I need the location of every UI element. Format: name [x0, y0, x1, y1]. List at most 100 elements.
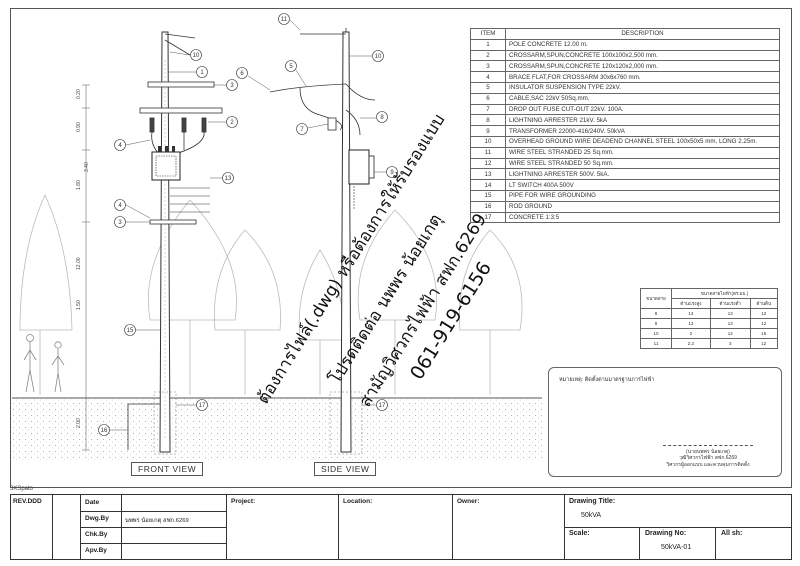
signature-line3: วิศวกรผู้ออกแบบ และควบคุมการติดตั้ง — [666, 461, 750, 468]
project-cell: Project: — [227, 495, 339, 559]
svg-text:3: 3 — [230, 83, 234, 89]
material-description: OVERHEAD GROUND WIRE DEADEND CHANNEL STE… — [505, 135, 780, 148]
material-description: CABLE,SAC 22kV 50Sq.mm. — [505, 92, 780, 105]
dimension-labels: 0.20 0.90 1.80 3.40 12.00 1.50 2.00 — [76, 89, 90, 428]
material-description: CROSSARM,SPUN,CONCRETE 100x100x2,500 mm. — [505, 49, 780, 62]
material-item-no: 8 — [470, 114, 506, 127]
callout-front-3: 3 — [214, 79, 238, 91]
svg-text:3.40: 3.40 — [84, 162, 90, 172]
drawing-title-label: Drawing Title: — [569, 498, 616, 505]
drawing-frame — [10, 8, 792, 488]
callout-front-3b: 3 — [114, 216, 150, 228]
note-box: หมายเหตุ: ติดตั้งตามมาตรฐานการไฟฟ้า (นาย… — [548, 367, 782, 477]
material-description: TRANSFORMER 22000-416/240V. 50kVA — [505, 125, 780, 137]
callout-front-15: 15 — [124, 324, 160, 336]
wire-size-cell: 2 — [671, 328, 711, 339]
svg-text:10: 10 — [193, 53, 200, 59]
ks-label: 3KSpato — [10, 486, 34, 492]
callout-front-4b: 4 — [114, 199, 151, 219]
wire-size-cell: 10 — [640, 328, 672, 339]
callout-front-13: 13 — [210, 172, 234, 184]
wire-size-cell: 13 — [671, 318, 711, 329]
callout-front-16: 16 — [98, 424, 128, 436]
background-trees — [19, 194, 523, 395]
front-pole — [82, 31, 223, 455]
material-description: PIPE FOR WIRE GROUNDING — [505, 189, 780, 202]
material-description: LIGHTNING ARRESTER 500V. 5kA. — [505, 168, 780, 181]
material-description: WIRE STEEL STRANDED 25 Sq.mm. — [505, 146, 780, 159]
wire-size-cell: 9 — [640, 318, 672, 329]
svg-text:17: 17 — [199, 403, 206, 409]
callout-side-9: 9 — [374, 166, 398, 178]
svg-text:15: 15 — [127, 328, 134, 334]
material-description: CONCRETE 1:3:5 — [505, 211, 780, 224]
callout-side-11: 11 — [278, 13, 301, 31]
svg-text:4: 4 — [118, 143, 122, 149]
soil-hatch — [12, 398, 542, 460]
svg-text:12.00: 12.00 — [76, 257, 82, 270]
side-view-label: SIDE VIEW — [314, 462, 377, 476]
wire-size-table: ขนาดสาย ขนาดสายไฟฟ้า(ตร.มม.) ด้านแรงสูง … — [640, 288, 779, 349]
wire-size-cell: 12 — [749, 308, 779, 319]
wire-size-cell: 12 — [749, 318, 779, 329]
material-description: DROP OUT FUSE CUT-OUT 22kV. 100A. — [505, 103, 780, 116]
material-item-no: 13 — [470, 168, 506, 181]
svg-text:1.80: 1.80 — [76, 180, 82, 190]
wire-size-cell: 13 — [709, 308, 751, 319]
callout-front-1: 1 — [168, 66, 208, 78]
material-description: LIGHTNING ARRESTER 21kV. 5kA — [505, 114, 780, 127]
materials-header-row: ITEM DESCRIPTION — [470, 28, 780, 40]
svg-text:2.00: 2.00 — [76, 418, 82, 428]
wire-sub-gnd: ด้านดิน — [749, 298, 779, 309]
rev-spacer — [53, 495, 81, 559]
header-description: DESCRIPTION — [505, 28, 780, 40]
svg-text:16: 16 — [101, 428, 108, 434]
wire-size-cell: 13 — [671, 308, 711, 319]
wire-size-cell: 14 — [709, 328, 751, 339]
material-description: LT SWITCH 400A 500V — [505, 179, 780, 191]
material-item-no: 1 — [470, 38, 506, 51]
material-description: WIRE STEEL STRANDED 50 Sq.mm. — [505, 157, 780, 170]
front-view-label: FRONT VIEW — [131, 462, 204, 476]
material-description: ROD GROUND — [505, 200, 780, 213]
date-label: Date — [85, 499, 100, 506]
material-item-no: 9 — [470, 125, 506, 137]
wire-size-cell: 3 — [709, 338, 751, 349]
material-item-no: 2 — [470, 49, 506, 62]
chk-by-label: Chk.By — [85, 531, 108, 538]
svg-text:2: 2 — [230, 120, 234, 126]
svg-text:1: 1 — [200, 70, 204, 76]
wire-size-cell: 11 — [640, 338, 672, 349]
wire-sub-lv: ด้านแรงต่ำ — [709, 298, 751, 309]
svg-text:4: 4 — [118, 203, 122, 209]
callout-front-2: 2 — [208, 116, 238, 128]
drawing-title-value: 50kVA — [581, 512, 602, 519]
material-description: CROSSARM,SPUN,CONCRETE 120x120x2,000 mm. — [505, 60, 780, 73]
svg-text:7: 7 — [300, 127, 304, 133]
header-item: ITEM — [470, 28, 506, 40]
material-item-no: 4 — [470, 71, 506, 83]
callout-side-17: 17 — [362, 399, 388, 411]
svg-text:8: 8 — [380, 115, 384, 121]
material-item-no: 14 — [470, 179, 506, 191]
callout-side-7: 7 — [296, 123, 329, 135]
callout-front-17: 17 — [176, 399, 208, 411]
svg-text:1.50: 1.50 — [76, 300, 82, 310]
wire-size-cell: 13 — [709, 318, 751, 329]
owner-cell: Owner: — [453, 495, 565, 559]
